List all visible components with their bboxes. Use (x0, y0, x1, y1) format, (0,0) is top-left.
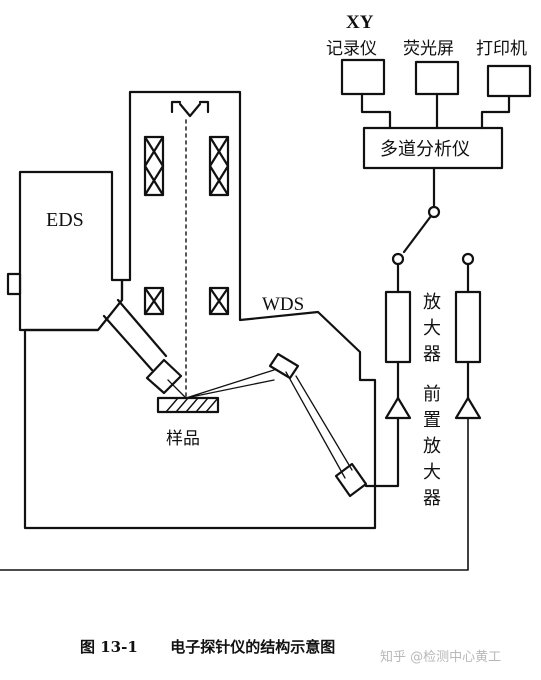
eds-port (6, 272, 22, 296)
wds-detector (334, 462, 368, 498)
amplifier-right (454, 290, 482, 364)
analyzer-label: 多道分析仪 (380, 139, 470, 160)
upper-lens-right (208, 135, 230, 197)
figure-number: 图 13-1 (80, 638, 138, 656)
recorder-label: 记录仪 (326, 39, 377, 59)
preamp-char: 置 (423, 410, 441, 431)
wds-signal-line (364, 416, 400, 488)
preamp-char: 放 (423, 436, 441, 457)
screen-label: 荧光屏 (403, 39, 454, 59)
xy-recorder-box (340, 58, 386, 96)
xray-paths (167, 369, 353, 479)
preamp-char: 器 (423, 488, 441, 509)
preamp-char: 前 (423, 384, 441, 405)
figure-caption: 图 13-1 电子探针仪的结构示意图 (80, 636, 335, 657)
wds-label: WDS (262, 294, 304, 315)
chamber-outline (23, 90, 377, 530)
upper-lens-left (143, 135, 165, 197)
amplifier-char: 大 (423, 318, 441, 339)
eds-housing (18, 170, 124, 332)
switch-terminal-left (391, 252, 405, 266)
watermark: 知乎 @检测中心黄工 (380, 650, 502, 665)
lower-lens-left (143, 286, 165, 316)
preamp-char: 大 (423, 462, 441, 483)
switch-terminal-right (461, 252, 475, 266)
electron-gun (170, 100, 210, 118)
preamp-left (384, 396, 412, 420)
eds-probe-arm (102, 298, 168, 372)
device-connections (360, 92, 511, 130)
multichannel-analyzer (362, 126, 504, 170)
sample-block (156, 396, 220, 414)
amplifier-label: 放大器 (423, 292, 441, 365)
eds-label: EDS (46, 209, 84, 231)
eds-signal-line (0, 417, 469, 571)
wds-crystal (268, 352, 300, 380)
printer-label: 打印机 (476, 39, 527, 59)
figure-title: 电子探针仪的结构示意图 (170, 638, 336, 656)
lower-lens-right (208, 286, 230, 316)
preamp-right (454, 396, 482, 420)
printer-box (486, 64, 532, 98)
sample-label: 样品 (166, 429, 200, 449)
eds-probe-head (145, 358, 183, 395)
amplifier-char: 器 (423, 344, 441, 365)
xy-label: XY (346, 12, 374, 33)
amplifier-char: 放 (423, 292, 441, 313)
amplifier-left (384, 290, 412, 364)
switch-lever (402, 214, 433, 254)
screen-box (414, 60, 460, 96)
